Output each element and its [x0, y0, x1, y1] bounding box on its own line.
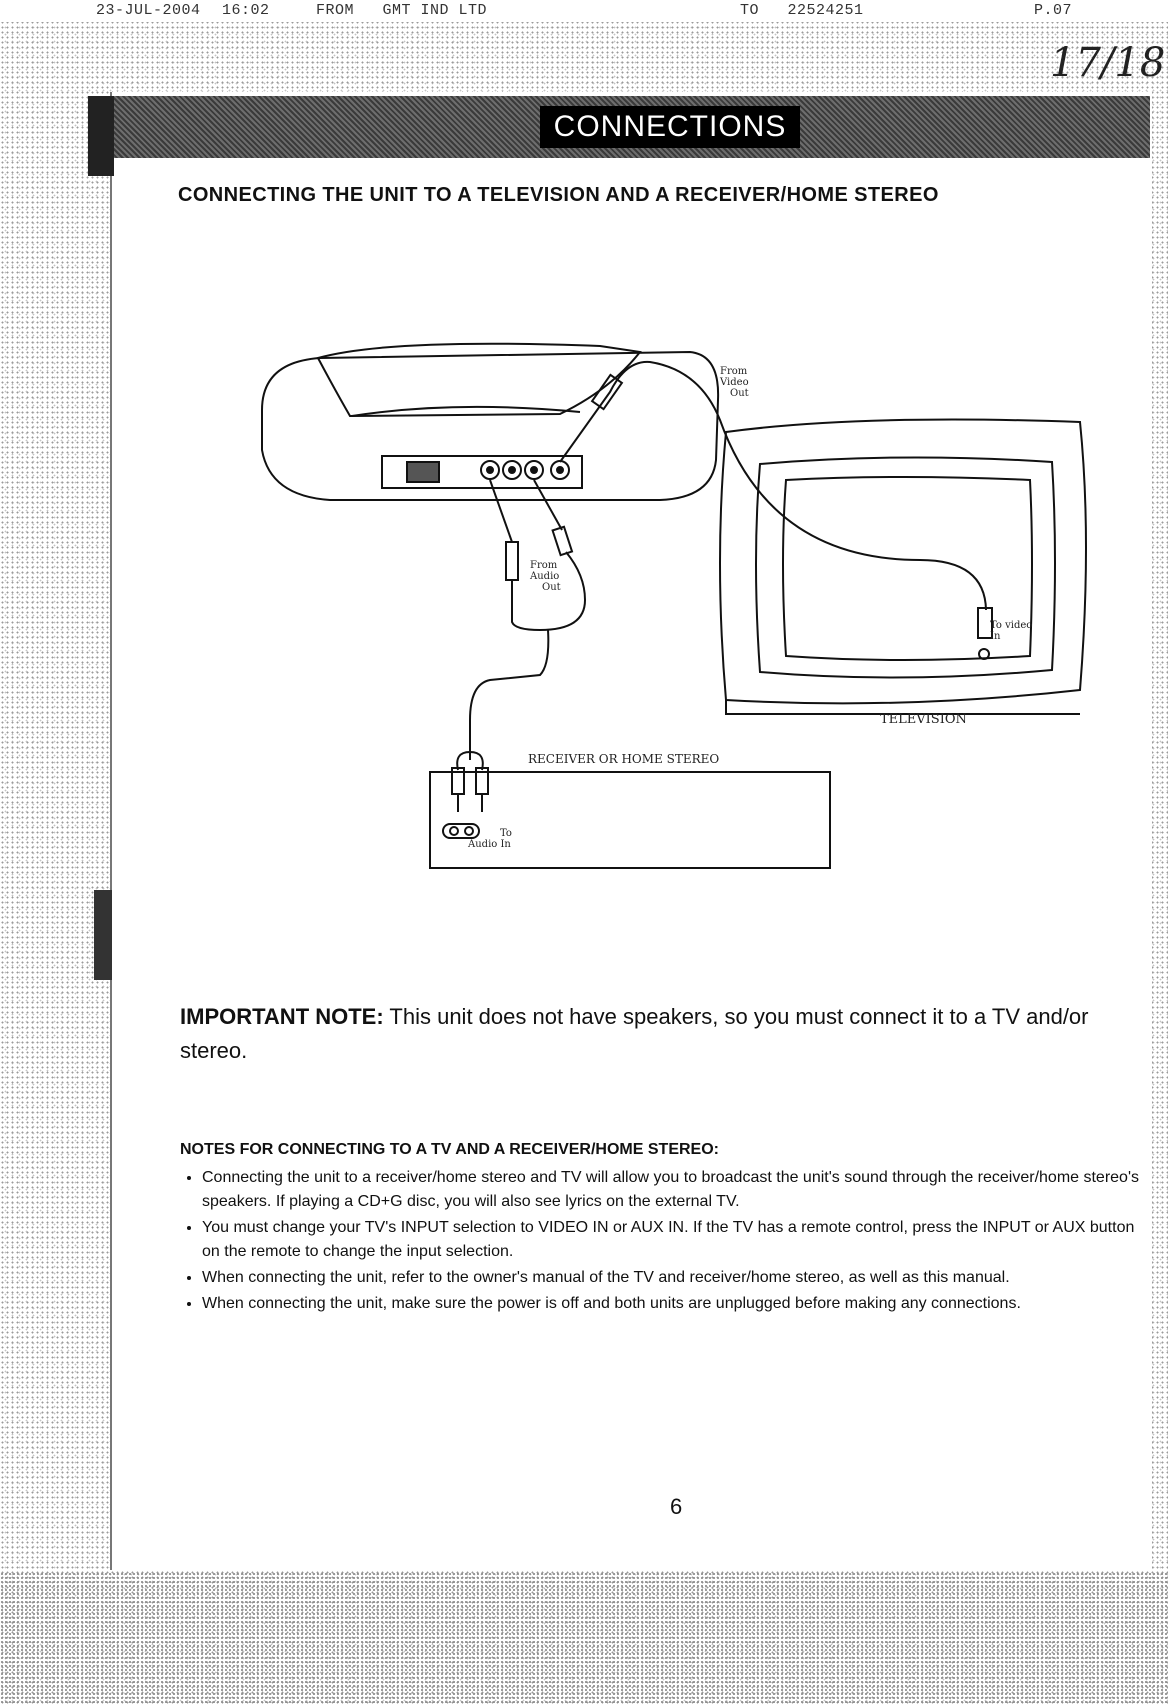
unit-port-block — [406, 461, 440, 483]
tv-video-plug — [977, 607, 993, 639]
television-label: TELEVISION — [880, 712, 967, 727]
fax-time: 16:02 — [222, 2, 270, 19]
section-title: CONNECTING THE UNIT TO A TELEVISION AND … — [178, 184, 939, 206]
audio-cable-right — [533, 479, 563, 531]
video-cable — [559, 360, 987, 611]
fax-header: 23-JUL-2004 16:02 FROM GMT IND LTD TO 22… — [0, 0, 1168, 22]
banner-edge-block — [88, 96, 114, 176]
important-note-lead: IMPORTANT NOTE: — [180, 1004, 384, 1029]
television-screen — [782, 476, 1033, 661]
fax-page: P.07 — [1034, 2, 1073, 19]
page-number: 6 — [670, 1494, 683, 1519]
television-screen-bezel — [755, 456, 1056, 679]
fax-from: FROM GMT IND LTD — [316, 2, 488, 19]
audio-main-cable — [469, 629, 550, 760]
television-outer — [719, 418, 1087, 705]
handwritten-mark: 17/18 — [1050, 40, 1166, 86]
jack-2 — [502, 460, 522, 480]
video-plug-top — [590, 373, 624, 411]
from-video-out-label: From Video Out — [720, 366, 749, 399]
audio-y-splitter — [511, 551, 587, 632]
tv-video-in-jack — [978, 648, 990, 660]
television-base-line — [725, 700, 1080, 715]
to-video-in-label: To video In — [990, 620, 1033, 642]
note-item: You must change your TV's INPUT selectio… — [202, 1216, 1150, 1264]
side-tab-marker — [94, 890, 112, 980]
receiver-audio-in-jacks — [442, 823, 480, 839]
audio-plug-left — [505, 541, 519, 581]
audio-plug-right — [551, 525, 574, 557]
note-item: When connecting the unit, make sure the … — [202, 1292, 1150, 1316]
notes-heading: NOTES FOR CONNECTING TO A TV AND A RECEI… — [180, 1141, 719, 1158]
document-page — [110, 92, 1152, 1570]
audio-cable-left — [489, 479, 513, 543]
note-item: When connecting the unit, refer to the o… — [202, 1266, 1150, 1290]
unit-body — [261, 350, 720, 501]
notes-list: Connecting the unit to a receiver/home s… — [180, 1166, 1150, 1316]
fax-date: 23-JUL-2004 — [96, 2, 201, 19]
connection-notes: NOTES FOR CONNECTING TO A TV AND A RECEI… — [180, 1138, 1150, 1318]
important-note-text: This unit does not have speakers, so you… — [180, 1004, 1089, 1063]
from-audio-out-label: From Audio Out — [530, 560, 561, 593]
important-note: IMPORTANT NOTE: This unit does not have … — [180, 1000, 1140, 1068]
unit-lid-edge — [351, 405, 581, 417]
receiver-box — [429, 771, 831, 869]
note-item: Connecting the unit to a receiver/home s… — [202, 1166, 1150, 1214]
to-audio-in-label: To Audio In — [468, 828, 512, 850]
receiver-label: RECEIVER OR HOME STEREO — [528, 752, 720, 766]
jack-3 — [524, 460, 544, 480]
banner-title: CONNECTIONS — [540, 106, 800, 148]
bottom-fax-noise — [0, 1572, 1168, 1705]
fax-to: TO 22524251 — [740, 2, 864, 19]
unit-lid — [316, 342, 642, 418]
jack-1 — [480, 460, 500, 480]
